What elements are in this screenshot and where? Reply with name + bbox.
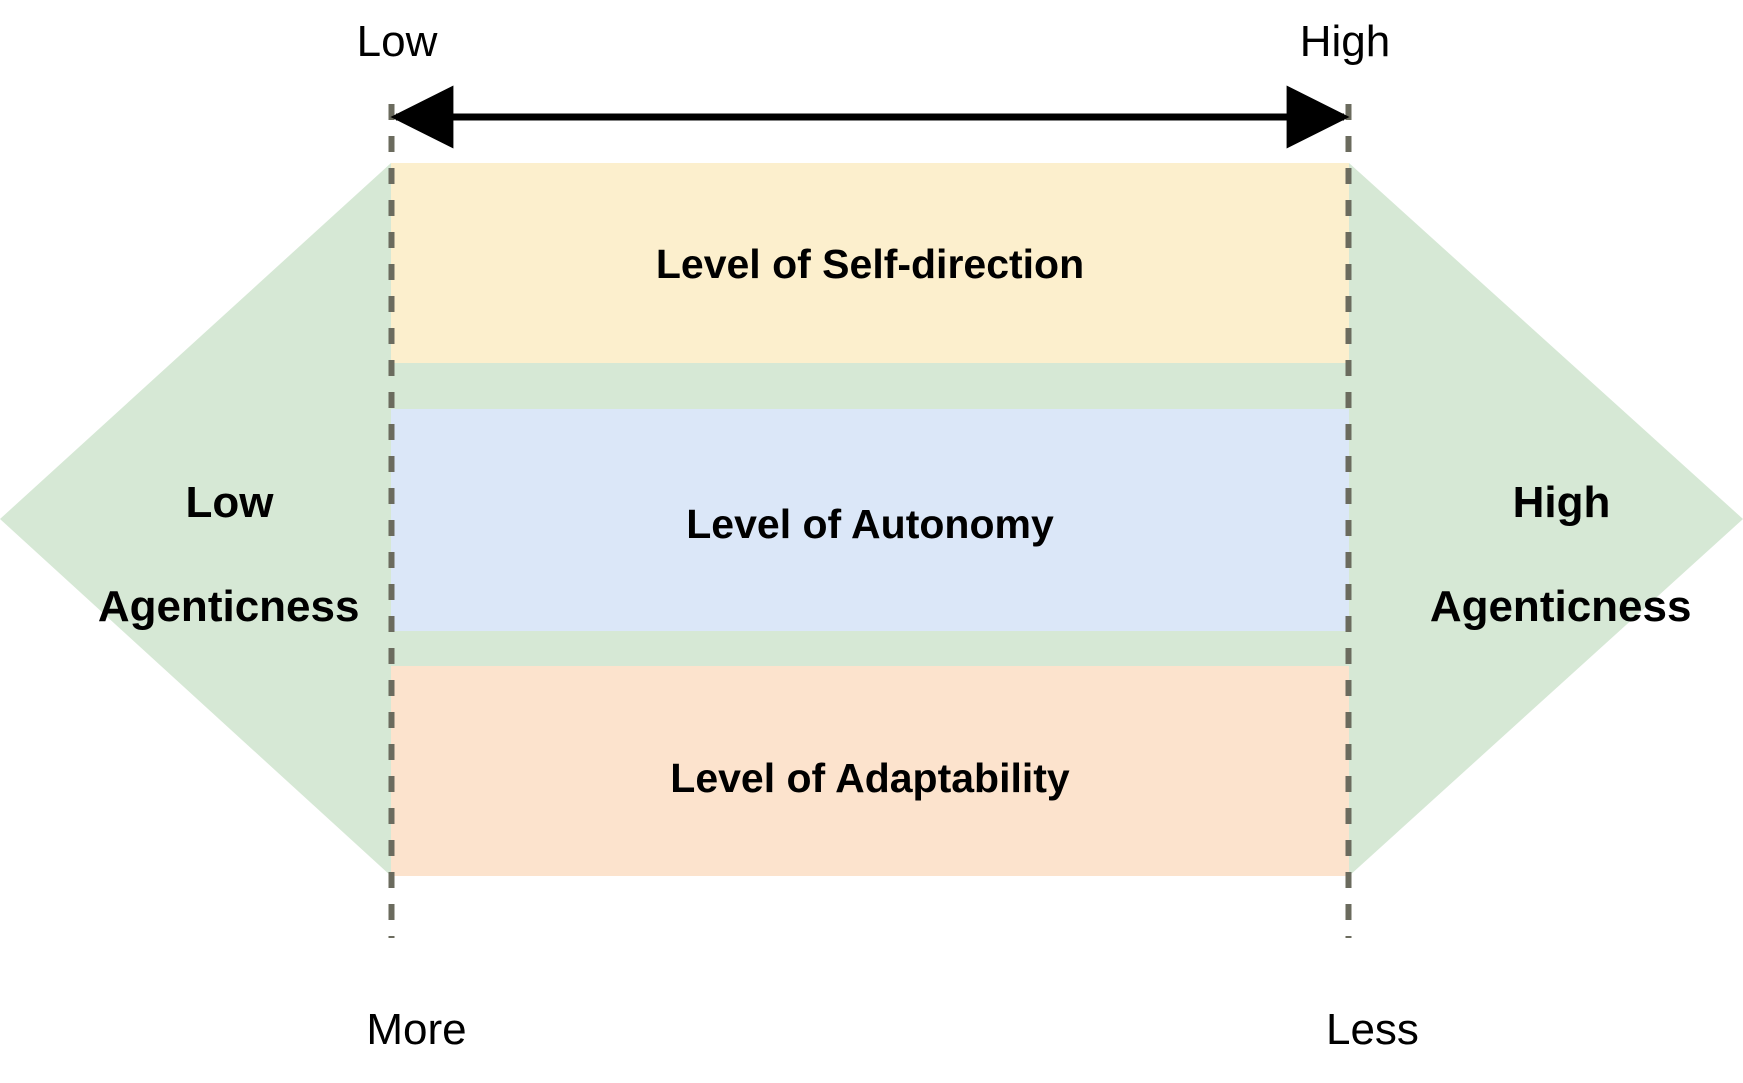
high-agenticness-label: High Agenticness	[1372, 425, 1702, 685]
more-instructions-line-1: More	[366, 1004, 467, 1054]
low-agenticness-line-2: Agenticness	[97, 581, 360, 631]
less-instructions-label: Less Instructions	[1128, 952, 1568, 1083]
high-agenticness-line-2: Agenticness	[1429, 581, 1692, 631]
high-agenticness-line-1: High	[1512, 477, 1611, 527]
band-label-autonomy: Level of Autonomy	[686, 501, 1054, 547]
band-autonomy-fill	[391, 409, 1349, 631]
low-agenticness-label: Low Agenticness	[40, 425, 370, 685]
scale-high-label: High	[1299, 17, 1391, 66]
band-label-adaptability: Level of Adaptability	[670, 755, 1070, 801]
band-adaptability-fill	[391, 666, 1349, 876]
band-label-self-direction: Level of Self-direction	[655, 241, 1085, 287]
less-instructions-line-1: Less	[1325, 1004, 1419, 1054]
scale-low-label: Low	[356, 17, 438, 66]
more-instructions-label: More Instructions	[172, 952, 612, 1083]
low-agenticness-line-1: Low	[185, 477, 274, 527]
band-self-direction-fill	[391, 163, 1349, 363]
